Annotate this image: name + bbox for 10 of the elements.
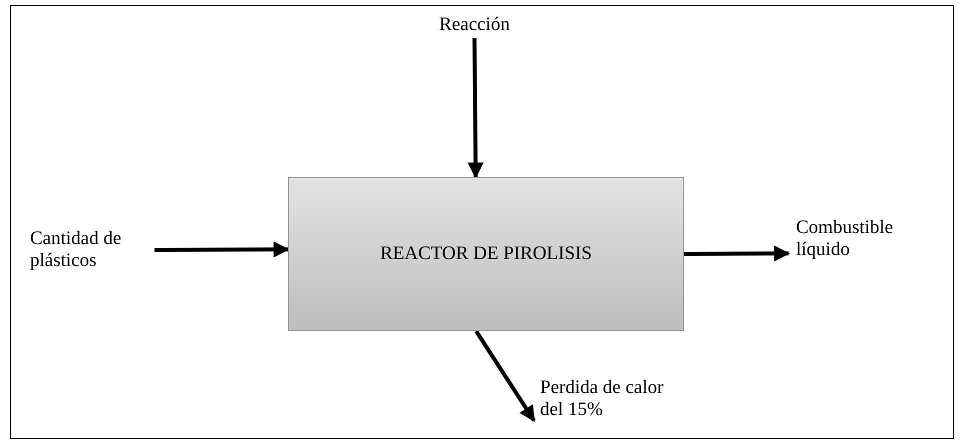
reactor-box: [288, 177, 684, 331]
flow-label: Combustible líquido: [796, 217, 894, 261]
flow-label: Reacción: [439, 14, 510, 36]
arrow: [474, 330, 536, 422]
arrow: [684, 245, 790, 262]
reactor-label: REACTOR DE PIROLISIS: [380, 243, 592, 265]
flow-label: Perdida de calor del 15%: [540, 377, 664, 421]
arrow: [154, 241, 290, 258]
flow-label: Cantidad de plásticos: [30, 228, 122, 272]
arrow: [468, 38, 484, 179]
